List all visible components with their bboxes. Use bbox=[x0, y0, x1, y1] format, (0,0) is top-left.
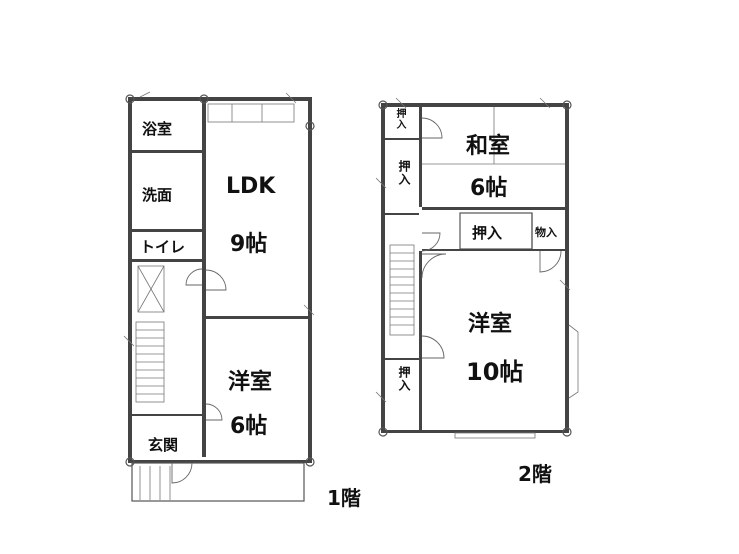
f1-toilet-label: トイレ bbox=[140, 238, 186, 256]
f2-closet-top-label: 押入 bbox=[394, 108, 405, 130]
f1-western-size: 6帖 bbox=[230, 414, 268, 439]
f1-entrance-label: 玄関 bbox=[148, 436, 179, 454]
f1-western-name: 洋室 bbox=[228, 370, 273, 395]
f2-western-name: 洋室 bbox=[468, 312, 513, 337]
f1-washroom-label: 洗面 bbox=[142, 186, 173, 204]
f1-outer-wall bbox=[128, 97, 312, 101]
f2-closet-center-label: 押入 bbox=[472, 224, 503, 242]
f1-bath-label: 浴室 bbox=[142, 120, 173, 138]
f2-japanese-name: 和室 bbox=[466, 134, 511, 159]
f2-western-size: 10帖 bbox=[466, 358, 524, 386]
f2-outer-wall bbox=[381, 103, 569, 107]
f1-floor-label: 1階 bbox=[327, 486, 361, 510]
f2-closet-bottom-label: 押入 bbox=[397, 366, 411, 392]
f2-storage-label: 物入 bbox=[535, 226, 557, 239]
f2-stairs bbox=[389, 244, 415, 336]
floor1-plan bbox=[123, 91, 315, 502]
f2-japanese-size: 6帖 bbox=[470, 176, 508, 201]
f1-ldk-name: LDK bbox=[226, 174, 276, 199]
floor2-plan bbox=[375, 97, 579, 439]
f2-closet-left-label: 押入 bbox=[397, 160, 411, 186]
f2-floor-label: 2階 bbox=[518, 462, 552, 486]
f1-stairs bbox=[135, 321, 165, 403]
f1-ldk-size: 9帖 bbox=[230, 232, 268, 257]
